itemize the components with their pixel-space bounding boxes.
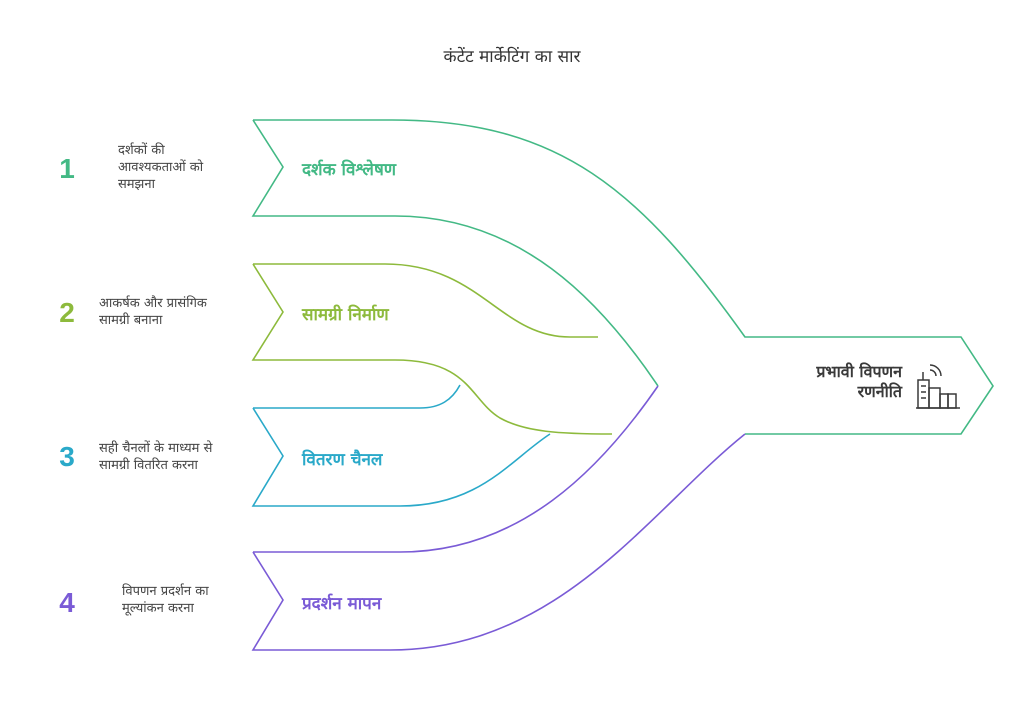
stage-1-description-line: समझना bbox=[118, 177, 155, 192]
result-label: प्रभावी विपणन रणनीति bbox=[770, 362, 902, 402]
stage-3-label: वितरण चैनल bbox=[302, 450, 383, 470]
stage-2-description: आकर्षक और प्रासंगिक सामग्री बनाना bbox=[99, 295, 207, 329]
stage-2-shape bbox=[251, 263, 613, 435]
stage-4-label: प्रदर्शन मापन bbox=[302, 594, 382, 614]
diagram-title: कंटेंट मार्केटिंग का सार bbox=[443, 47, 581, 67]
stage-4-description-line: विपणन प्रदर्शन का bbox=[122, 584, 209, 599]
stage-2-description-line: सामग्री बनाना bbox=[99, 313, 163, 328]
stage-1-description-line: दर्शकों की bbox=[118, 143, 165, 158]
stage-3-description-line: सही चैनलों के माध्यम से bbox=[99, 441, 213, 456]
stage-4-description: विपणन प्रदर्शन का मूल्यांकन करना bbox=[122, 583, 209, 617]
stage-4-shape-lower bbox=[251, 433, 746, 651]
stage-1-shape-lower bbox=[251, 119, 659, 387]
stage-4-shape bbox=[253, 385, 659, 553]
result-label-line: प्रभावी विपणन bbox=[816, 362, 902, 381]
stage-2-number: 2 bbox=[59, 297, 75, 328]
stage-1-number: 1 bbox=[59, 153, 75, 184]
result-label-line: रणनीति bbox=[857, 382, 902, 401]
stage-1-shape bbox=[253, 119, 994, 435]
stage-2-label: सामग्री निर्माण bbox=[302, 305, 389, 325]
stage-2-shape-upper bbox=[253, 263, 598, 338]
stage-3-description-line: सामग्री वितरित करना bbox=[99, 458, 198, 473]
stage-3-shape-upper bbox=[253, 384, 461, 409]
stage-1-description-line: आवश्यकताओं को bbox=[118, 160, 204, 175]
stage-3-number: 3 bbox=[59, 441, 75, 472]
stage-3-description: सही चैनलों के माध्यम से सामग्री वितरित क… bbox=[99, 440, 212, 474]
stage-4-number: 4 bbox=[59, 587, 75, 618]
stage-2-description-line: आकर्षक और प्रासंगिक bbox=[99, 296, 207, 311]
city-buildings-signal-icon bbox=[916, 364, 960, 409]
stage-1-label: दर्शक विश्लेषण bbox=[302, 160, 397, 180]
stage-1-description: दर्शकों की आवश्यकताओं को समझना bbox=[118, 142, 203, 193]
stage-3-shape bbox=[251, 407, 551, 507]
stage-4-description-line: मूल्यांकन करना bbox=[122, 601, 194, 616]
